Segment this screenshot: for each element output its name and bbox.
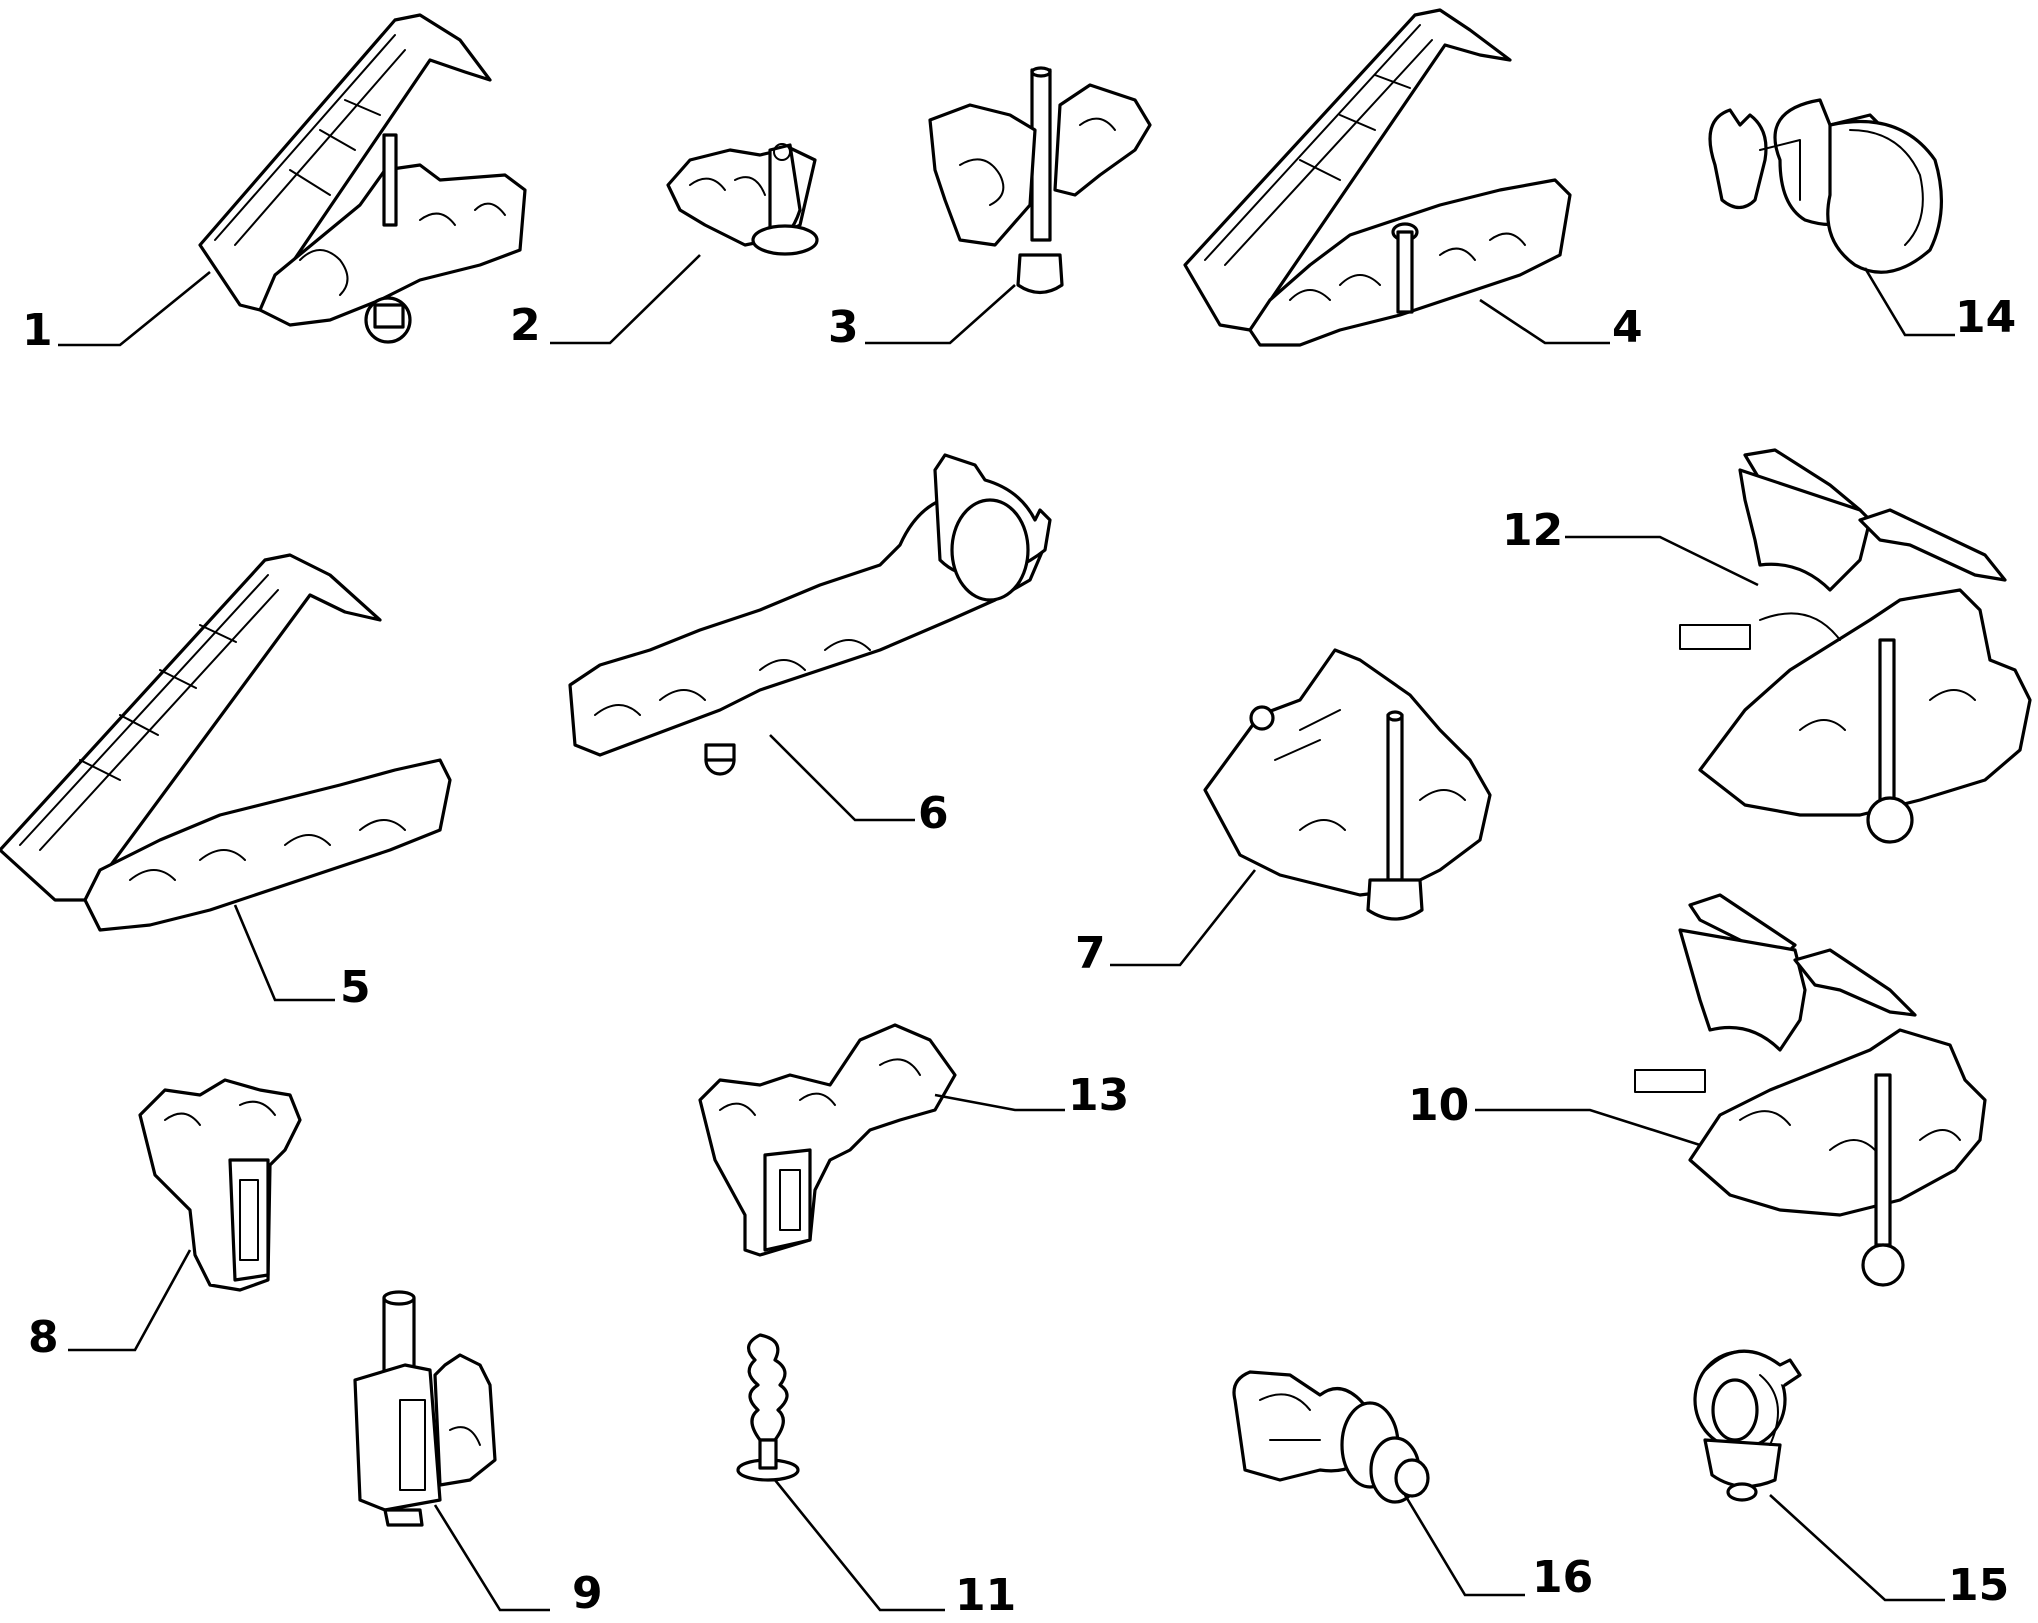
part-16-drawing <box>1232 1370 1430 1504</box>
callout-5: 5 <box>340 962 371 1013</box>
leader-16 <box>1403 1494 1525 1597</box>
leader-3 <box>865 284 1016 345</box>
leader-12 <box>1565 535 1759 587</box>
callout-12: 12 <box>1502 505 1563 556</box>
leader-15 <box>1769 1494 1945 1602</box>
part-15-drawing <box>1693 1349 1802 1502</box>
leader-9 <box>433 1504 550 1612</box>
part-10-drawing <box>1634 893 1987 1287</box>
leader-14 <box>1863 267 1955 337</box>
part-5-drawing <box>0 553 452 932</box>
part-7-drawing <box>1203 648 1492 921</box>
callout-15: 15 <box>1948 1560 2009 1611</box>
callout-1: 1 <box>22 305 53 356</box>
leader-4 <box>1479 298 1610 345</box>
callout-6: 6 <box>918 788 949 839</box>
leader-6 <box>769 734 915 822</box>
part-11-drawing <box>736 1333 800 1482</box>
part-13-drawing <box>698 1023 957 1257</box>
leader-8 <box>68 1249 192 1352</box>
part-8-drawing <box>138 1078 302 1292</box>
callout-4: 4 <box>1612 302 1643 353</box>
leader-7 <box>1110 869 1257 967</box>
part-9-drawing <box>353 1290 497 1527</box>
callout-13: 13 <box>1068 1070 1129 1121</box>
leader-11 <box>773 1479 945 1612</box>
callout-labels: 1 2 3 4 14 5 6 12 7 13 10 8 9 11 16 15 <box>22 292 2016 1621</box>
callout-11: 11 <box>955 1570 1016 1618</box>
callout-2: 2 <box>510 300 541 351</box>
callout-16: 16 <box>1532 1552 1593 1603</box>
leader-2 <box>550 254 701 345</box>
callout-9: 9 <box>572 1568 603 1618</box>
callout-3: 3 <box>828 302 859 353</box>
callout-10: 10 <box>1408 1080 1469 1131</box>
callout-14: 14 <box>1955 292 2016 343</box>
part-6-drawing <box>568 453 1052 776</box>
leader-1 <box>58 270 211 347</box>
part-2-drawing <box>666 143 819 256</box>
leader-10 <box>1475 1108 1701 1147</box>
callout-8: 8 <box>28 1312 59 1363</box>
leader-13 <box>934 1093 1065 1112</box>
part-14-drawing <box>1708 98 1943 274</box>
part-12-drawing <box>1679 448 2032 844</box>
callout-7: 7 <box>1075 928 1106 979</box>
leader-lines <box>58 254 1955 1612</box>
part-4-drawing <box>1183 8 1572 347</box>
leader-5 <box>233 904 335 1002</box>
part-1-drawing <box>198 13 527 344</box>
part-3-drawing <box>928 66 1152 295</box>
